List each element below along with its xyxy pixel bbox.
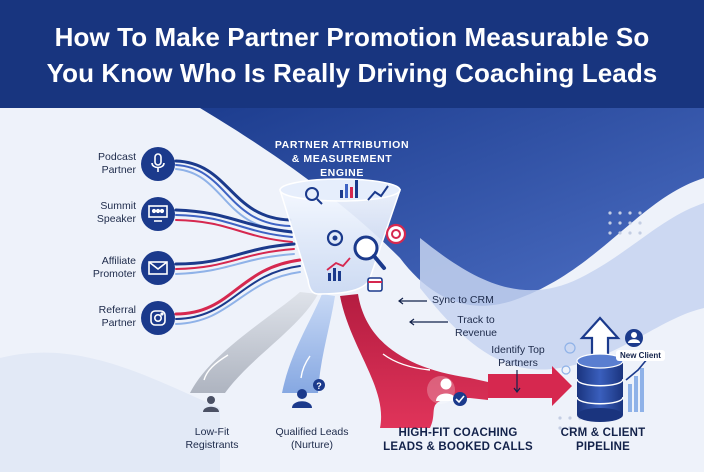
outcome-high-fit: HIGH-FIT COACHING LEADS & BOOKED CALLS: [376, 426, 540, 454]
funnel-analytics-icons: [305, 180, 407, 292]
title-line-2: You Know Who Is Really Driving Coaching …: [46, 58, 658, 88]
low-fit-person-icon: [203, 396, 219, 412]
background-swoosh: [0, 108, 704, 472]
annotation-identify-line-2: Partners: [498, 357, 538, 369]
annotation-track-line-1: Track to: [457, 314, 495, 326]
partner-label-referral-line-1: Referral: [98, 304, 136, 316]
microphone-icon: [151, 153, 165, 172]
title-line-1: How To Make Partner Promotion Measurable…: [54, 22, 650, 52]
new-client-badge: New Client: [616, 350, 665, 361]
annotation-arrows: [203, 297, 521, 393]
outcome-qualified: Qualified Leads (Nurture): [262, 426, 362, 452]
partner-label-podcast-line-1: Podcast: [98, 151, 136, 163]
qualified-person-icon: ?: [292, 379, 325, 408]
outcome-high-fit-line-2: LEADS & BOOKED CALLS: [383, 441, 533, 453]
dot-grid-decoration: [558, 211, 642, 430]
partner-label-podcast-line-2: Partner: [101, 164, 136, 176]
diagram-canvas: ?: [0, 108, 704, 472]
engine-label-line-1: PARTNER ATTRIBUTION: [274, 139, 410, 151]
outcome-crm-pipeline: CRM & CLIENT PIPELINE: [548, 426, 658, 454]
outcome-low-fit-line-2: Registrants: [185, 439, 239, 451]
partner-flow-lines: [174, 159, 302, 325]
annotation-identify-partners: Identify Top Partners: [486, 344, 550, 370]
outcome-qualified-line-2: (Nurture): [290, 439, 333, 451]
outcome-high-fit-line-1: HIGH-FIT COACHING: [398, 427, 518, 439]
outcome-low-fit-line-1: Low-Fit: [194, 426, 230, 438]
partner-label-affiliate-line-2: Promoter: [92, 268, 136, 280]
partner-label-referral-line-2: Partner: [101, 317, 136, 329]
partner-icon-circles: [141, 147, 175, 335]
high-fit-person-icon: [427, 376, 467, 406]
camera-icon: [150, 310, 166, 326]
diagram-panel: ? PARTNER ATTRIBUTIO: [0, 108, 704, 472]
partner-label-podcast: Podcast Partner: [70, 151, 136, 177]
annotation-track-revenue: Track to Revenue: [450, 314, 502, 340]
envelope-icon: [148, 261, 168, 275]
header-banner: How To Make Partner Promotion Measurable…: [0, 0, 704, 108]
partner-label-summit-line-2: Speaker: [96, 213, 136, 225]
annotation-sync-crm: Sync to CRM: [432, 294, 494, 306]
crm-database-icon: [561, 316, 649, 422]
partner-label-summit: Summit Speaker: [70, 200, 136, 226]
presentation-icon: [148, 205, 168, 222]
outcome-qualified-line-1: Qualified Leads: [275, 426, 349, 438]
outcome-low-fit: Low-Fit Registrants: [172, 426, 252, 452]
partner-label-referral: Referral Partner: [70, 304, 136, 330]
engine-label-line-2: & MEASUREMENT ENGINE: [291, 153, 393, 179]
partner-label-affiliate: Affiliate Promoter: [70, 255, 136, 281]
annotation-identify-line-1: Identify Top: [491, 344, 545, 356]
partner-label-affiliate-line-1: Affiliate: [101, 255, 136, 267]
outcome-crm-line-1: CRM & CLIENT: [560, 427, 646, 439]
annotation-track-line-2: Revenue: [454, 327, 498, 339]
outcome-crm-line-2: PIPELINE: [575, 441, 630, 453]
svg-text:?: ?: [316, 381, 322, 391]
partner-label-summit-line-1: Summit: [100, 200, 136, 212]
